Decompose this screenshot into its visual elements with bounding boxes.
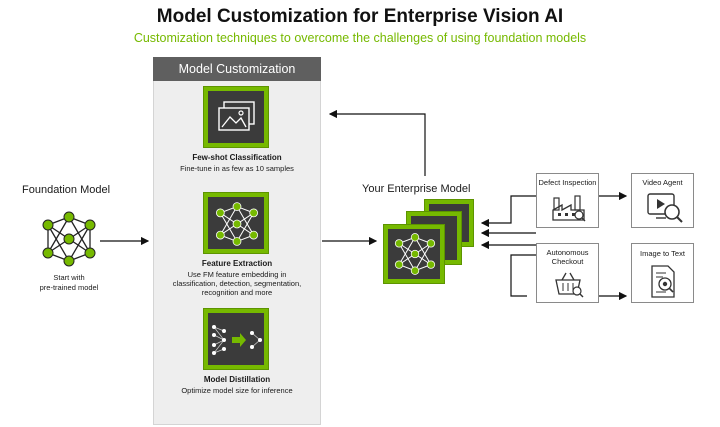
few-shot-desc: Fine-tune in as few as 10 samples — [180, 164, 294, 173]
feature-extraction-title: Feature Extraction — [201, 259, 273, 268]
enterprise-model-label: Your Enterprise Model — [362, 183, 471, 195]
arrow-checkout-link — [510, 254, 536, 297]
neural-network-icon — [42, 211, 96, 267]
document-search-icon — [651, 265, 675, 298]
foundation-caption-line2: pre-trained model — [39, 283, 99, 292]
autonomous-checkout-box: Autonomous Checkout — [536, 243, 599, 303]
neural-network-icon — [215, 202, 259, 246]
feature-extraction-desc-1: Use FM feature embedding in — [187, 270, 287, 279]
customization-panel-header: Model Customization — [153, 57, 321, 81]
diagram-title: Model Customization for Enterprise Visio… — [156, 6, 564, 27]
image-to-text-label: Image to Text — [640, 249, 685, 258]
image-to-text-box: Image to Text — [631, 243, 694, 303]
foundation-model-label: Foundation Model — [22, 184, 111, 196]
factory-icon — [552, 195, 586, 222]
few-shot-tile — [203, 86, 269, 148]
enterprise-tile-front — [383, 224, 445, 284]
defect-inspection-label: Defect Inspection — [538, 178, 597, 187]
few-shot-title: Few-shot Classification — [192, 153, 282, 162]
distillation-tile — [203, 308, 269, 370]
video-search-icon — [647, 193, 683, 223]
arrow-defect-link — [480, 195, 536, 228]
feature-extraction-tile — [203, 192, 269, 254]
foundation-caption-line1: Start with — [53, 273, 85, 282]
distillation-title: Model Distillation — [203, 375, 271, 384]
feature-extraction-desc-3: recognition and more — [201, 288, 273, 297]
diagram-subtitle: Customization techniques to overcome the… — [133, 31, 587, 45]
defect-inspection-box: Defect Inspection — [536, 173, 599, 228]
arrow-feedback-loop — [328, 109, 426, 176]
checkout-label-line1: Autonomous — [546, 248, 589, 257]
distillation-icon — [212, 325, 262, 355]
neural-network-icon — [394, 233, 436, 275]
video-agent-label: Video Agent — [642, 178, 683, 187]
feature-extraction-desc-2: classification, detection, segmentation, — [172, 279, 302, 288]
shopping-basket-icon — [555, 272, 584, 298]
video-agent-box: Video Agent — [631, 173, 694, 228]
distillation-desc: Optimize model size for inference — [181, 386, 293, 395]
images-icon — [218, 101, 255, 131]
checkout-label-line2: Checkout — [551, 257, 584, 266]
